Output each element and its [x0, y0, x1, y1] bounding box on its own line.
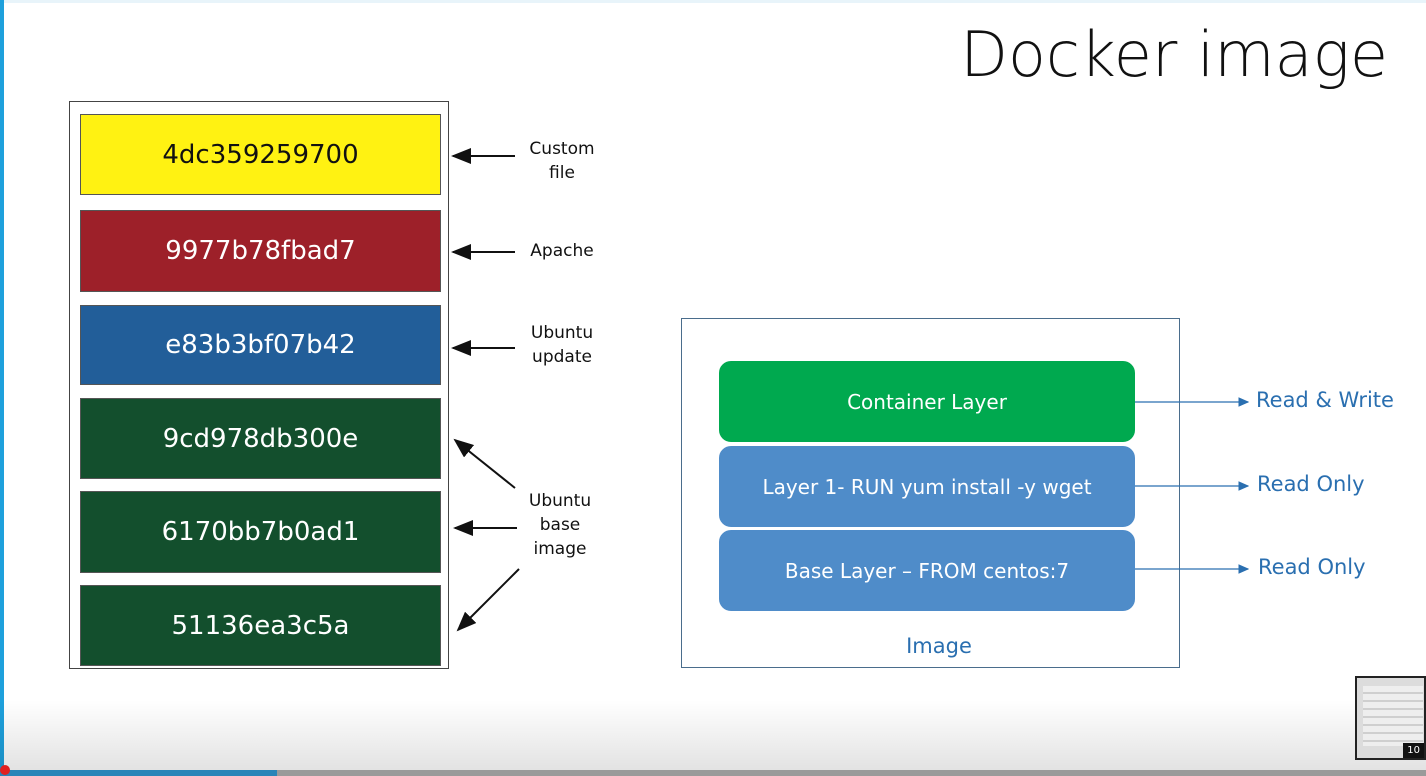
thumbnail-image — [1363, 686, 1423, 746]
video-preview-thumbnail[interactable]: 10 — [1355, 676, 1426, 760]
label-ubuntu-update-line2: update — [532, 347, 592, 367]
label-ubuntu-update-line1: Ubuntu — [530, 323, 594, 343]
label-ubuntu-base-line3: image — [533, 539, 587, 559]
label-apache-text: Apache — [530, 241, 594, 261]
access-label: Read & Write — [1256, 388, 1394, 412]
left-edge — [0, 0, 4, 776]
video-progress-fill — [0, 770, 277, 776]
layer-block: 51136ea3c5a — [80, 585, 441, 666]
label-ubuntu-update: Ubuntu update — [507, 321, 617, 369]
layer-block: 6170bb7b0ad1 — [80, 491, 441, 573]
access-label: Read Only — [1258, 555, 1366, 579]
image-layer: Layer 1- RUN yum install -y wget — [719, 446, 1135, 527]
image-layer: Base Layer – FROM centos:7 — [719, 530, 1135, 611]
image-layer: Container Layer — [719, 361, 1135, 442]
video-scrubber-handle[interactable] — [0, 765, 10, 775]
label-ubuntu-base-line2: base — [539, 515, 581, 535]
label-custom-file: Custom file — [507, 137, 617, 185]
arrow-base-top — [453, 438, 516, 489]
label-ubuntu-base-line1: Ubuntu — [528, 491, 592, 511]
thumbnail-time: 10 — [1403, 743, 1424, 758]
access-label: Read Only — [1257, 472, 1365, 496]
label-custom-line2: file — [549, 163, 575, 183]
arrow-base-bottom — [456, 568, 520, 632]
label-custom-line1: Custom — [529, 139, 595, 159]
layer-stack-frame — [69, 101, 449, 669]
image-caption: Image — [906, 634, 972, 658]
top-edge — [0, 0, 1426, 3]
layer-block: e83b3bf07b42 — [80, 305, 441, 385]
video-bottom-shade — [0, 700, 1426, 776]
layer-block: 9977b78fbad7 — [80, 210, 441, 292]
layer-block: 9cd978db300e — [80, 398, 441, 479]
label-apache: Apache — [507, 239, 617, 263]
layer-block: 4dc359259700 — [80, 114, 441, 195]
video-progress-track[interactable] — [0, 770, 1426, 776]
slide-title: Docker image — [960, 18, 1388, 91]
label-ubuntu-base: Ubuntu base image — [505, 489, 615, 561]
